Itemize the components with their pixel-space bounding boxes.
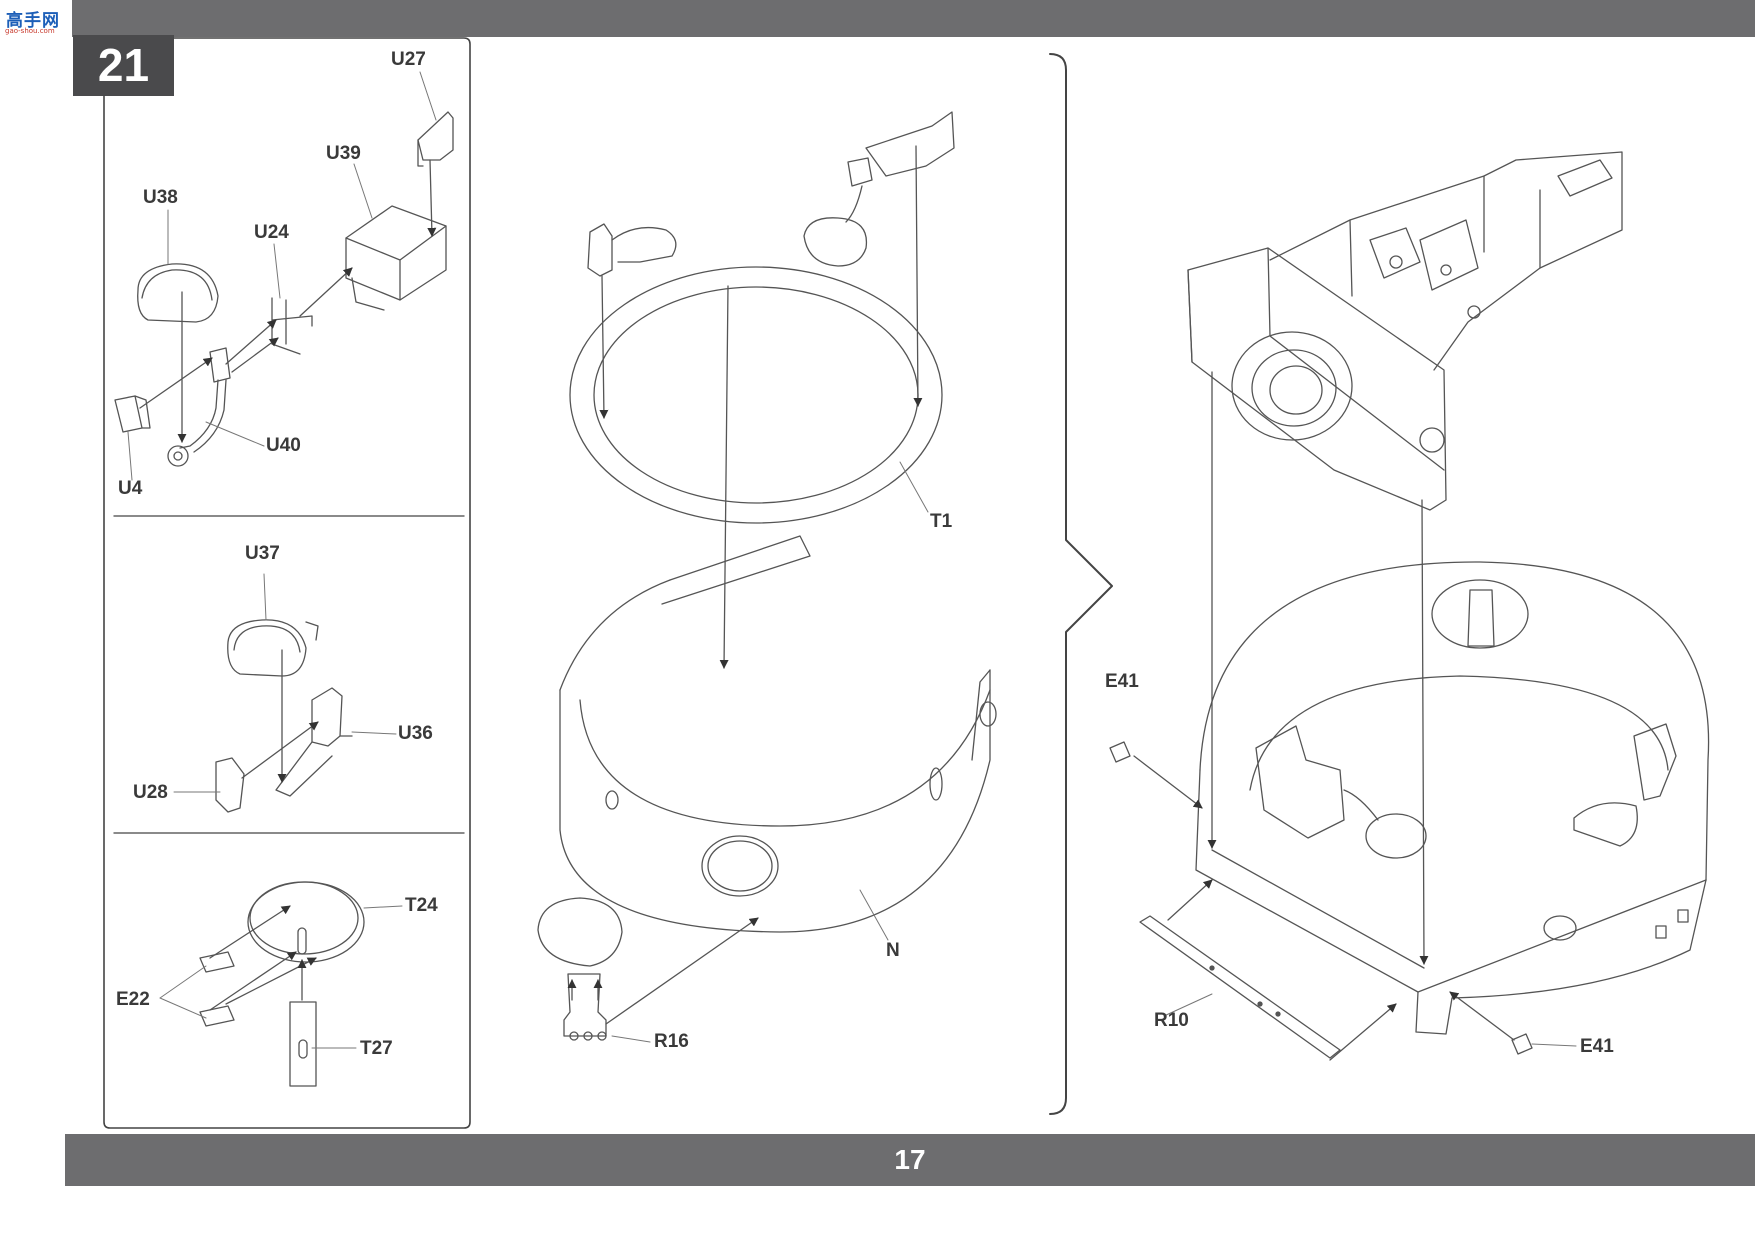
assembly-brace <box>1049 53 1113 1115</box>
left-subpanel-frame <box>103 37 471 1129</box>
step-number-box: 21 <box>73 35 174 96</box>
part-label-u37: U37 <box>245 543 280 564</box>
part-label-u40: U40 <box>266 435 301 456</box>
part-label-t24: T24 <box>405 895 438 916</box>
part-label-u36: U36 <box>398 723 433 744</box>
logo-chars: 高手网 <box>6 11 60 31</box>
part-label-u4: U4 <box>118 478 143 499</box>
part-label-u39: U39 <box>326 143 361 164</box>
part-label-e41-bottom: E41 <box>1580 1036 1614 1057</box>
footer-bar: 17 <box>65 1134 1755 1186</box>
part-label-u38: U38 <box>143 187 178 208</box>
label-leaders <box>127 71 1577 1049</box>
header-bar <box>0 0 1755 37</box>
part-label-t27: T27 <box>360 1038 393 1059</box>
logo-url: gao-shou.com <box>5 27 55 35</box>
turret-basket <box>537 111 997 1041</box>
subassembly-pad <box>215 619 353 813</box>
page-number: 17 <box>894 1144 926 1175</box>
part-label-r16: R16 <box>654 1031 689 1052</box>
site-logo: 高手网 gao-shou.com <box>0 0 72 37</box>
part-label-t1: T1 <box>930 511 953 532</box>
part-label-u28: U28 <box>133 782 168 803</box>
part-label-u24: U24 <box>254 222 289 243</box>
step-number: 21 <box>97 39 150 91</box>
subassembly-sight <box>114 111 454 467</box>
part-label-e41-top: E41 <box>1105 671 1139 692</box>
part-label-n: N <box>886 940 900 961</box>
part-label-e22: E22 <box>116 989 150 1010</box>
part-label-r10: R10 <box>1154 1010 1189 1031</box>
part-label-u27: U27 <box>391 49 426 70</box>
final-assembly <box>1109 151 1710 1061</box>
subassembly-plate <box>199 881 365 1087</box>
